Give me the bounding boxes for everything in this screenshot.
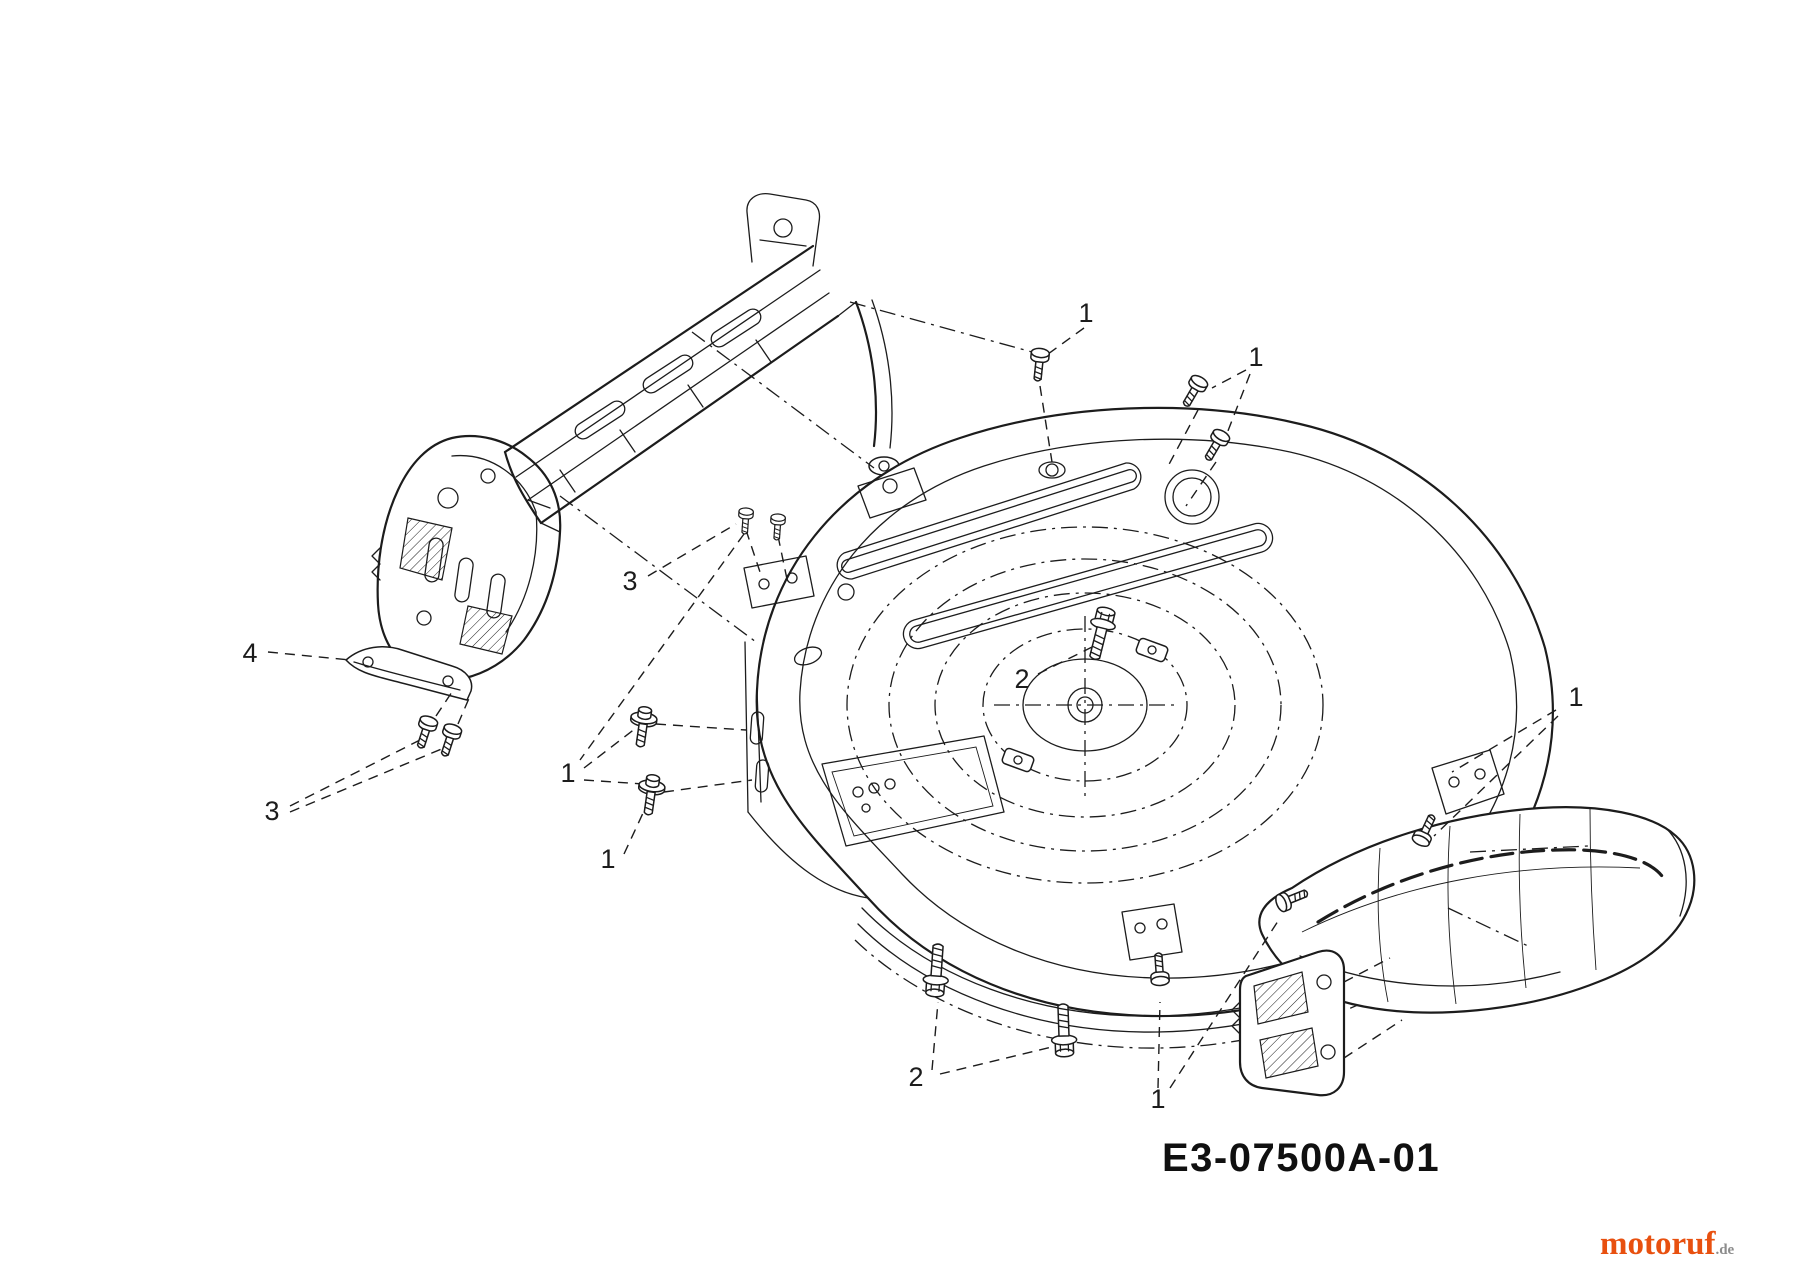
bolt — [1049, 1002, 1078, 1058]
screw — [736, 506, 755, 536]
mounting-strap-part — [345, 646, 473, 701]
leader-lines — [267, 327, 1559, 1089]
handle-bracket-assembly — [371, 193, 900, 682]
callout-label-1: 1 — [1078, 298, 1093, 328]
callout-label-2: 1 — [1248, 342, 1263, 372]
discharge-chute — [1231, 806, 1696, 1097]
callout-label-9: 1 — [600, 844, 615, 874]
callout-label-11: 1 — [1150, 1084, 1165, 1114]
callout-label-5: 2 — [1014, 664, 1029, 694]
callout-label-4: 4 — [242, 638, 257, 668]
alignment-lines — [559, 301, 1589, 947]
logo-text: motoruf — [1600, 1226, 1716, 1262]
screw — [1176, 372, 1211, 411]
callout-label-6: 1 — [1568, 682, 1583, 712]
logo-tld: .de — [1715, 1242, 1735, 1258]
flange-screw — [634, 772, 668, 818]
flange-screw — [626, 704, 660, 750]
screw — [768, 512, 787, 542]
screw — [434, 721, 464, 760]
callout-label-3: 3 — [622, 566, 637, 596]
callout-layer: 1 1 3 4 2 1 3 1 1 2 1 — [242, 298, 1583, 1114]
callout-label-7: 3 — [264, 796, 279, 826]
motoruf-logo: motoruf.de — [1600, 1226, 1734, 1263]
callout-label-8: 1 — [560, 758, 575, 788]
callout-label-10: 2 — [908, 1062, 923, 1092]
screw — [1027, 346, 1051, 383]
screw — [410, 713, 440, 752]
diagram-code: E3-07500A-01 — [1162, 1136, 1441, 1180]
